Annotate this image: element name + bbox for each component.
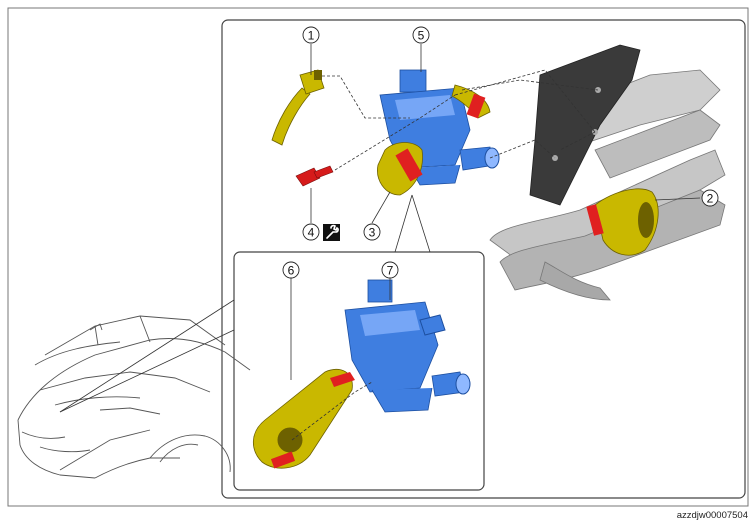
location-pointer xyxy=(59,299,235,413)
callout-leaders xyxy=(290,44,701,380)
callout-1-label: 1 xyxy=(308,29,315,43)
vehicle-outline xyxy=(17,315,251,479)
inset-guide-lines xyxy=(291,381,373,441)
callout-4-label: 4 xyxy=(308,226,315,240)
part-4-bolt xyxy=(295,165,334,187)
detail-panel-main xyxy=(221,19,746,499)
part-6-hose xyxy=(252,368,355,469)
part-3-hose xyxy=(377,142,423,196)
callout-3-label: 3 xyxy=(369,226,376,240)
outer-frame xyxy=(7,7,749,507)
callout-circles xyxy=(282,26,719,279)
assembly-guide-lines xyxy=(322,69,599,171)
hose-part-2 xyxy=(586,188,659,256)
reference-code: azzdjw00007504 xyxy=(677,510,748,521)
wrench-torque-icon xyxy=(323,224,340,241)
callout-2-label: 2 xyxy=(707,192,714,206)
callout-7-label: 7 xyxy=(387,264,394,278)
hose-clamp xyxy=(586,204,604,236)
part-7-solenoid-valve xyxy=(344,279,471,413)
callout-5-label: 5 xyxy=(418,29,425,43)
callout-6-label: 6 xyxy=(288,264,295,278)
part-1-vacuum-hose xyxy=(271,69,325,146)
